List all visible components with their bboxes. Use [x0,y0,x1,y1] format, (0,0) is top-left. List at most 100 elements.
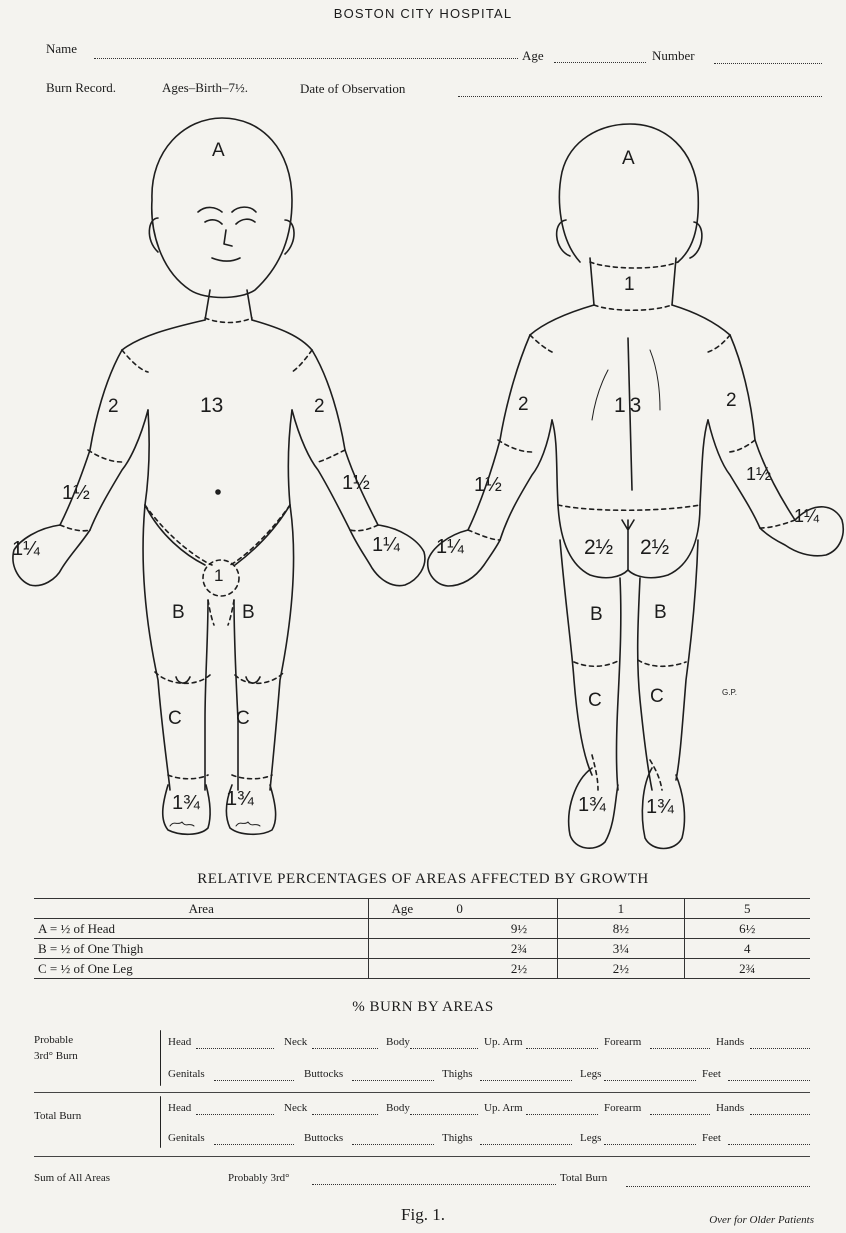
front-neck-line [205,318,252,323]
total-thighs-field[interactable] [480,1144,572,1145]
probable-brace [160,1030,161,1086]
front-ear-left [149,218,158,252]
front-label-thigh-right: B [242,602,255,624]
row-v0: 2½ [369,959,558,979]
front-label-leg-right: C [236,708,250,730]
header-age5: 5 [684,899,810,919]
probably-3rd-field[interactable] [312,1184,556,1185]
row-area: B = ½ of One Thigh [34,939,369,959]
prob-thighs-field[interactable] [480,1080,572,1081]
total-head-field[interactable] [196,1114,274,1115]
front-label-head: A [212,140,225,162]
third-degree-label: 3rd° Burn [34,1050,78,1062]
prob-neck-field[interactable] [312,1048,378,1049]
prob-legs-label: Legs [580,1068,601,1080]
header-area: Area [34,899,369,919]
front-leg-left [143,505,208,790]
total-neck-field[interactable] [312,1114,378,1115]
back-label-head: A [622,148,635,170]
prob-thighs-label: Thighs [442,1068,473,1080]
front-label-foot-right: 1¾ [226,788,254,811]
back-label-thigh-left: B [590,604,603,626]
total-genitals-field[interactable] [214,1144,294,1145]
back-label-foot-right: 1¾ [646,796,674,819]
prob-buttocks-label: Buttocks [304,1068,343,1080]
header-age-cell: Age 0 [369,899,558,919]
prob-head-field[interactable] [196,1048,274,1049]
total-forearm-field[interactable] [650,1114,710,1115]
prob-forearm-field[interactable] [650,1048,710,1049]
back-label-hand-left: 1¼ [436,536,464,559]
prob-feet-field[interactable] [728,1080,810,1081]
total-legs-field[interactable] [604,1144,696,1145]
row-v1: 3¼ [558,939,684,959]
prob-head-label: Head [168,1036,191,1048]
total-thighs-label: Thighs [442,1132,473,1144]
prob-body-label: Body [386,1036,410,1048]
total-hands-field[interactable] [750,1114,810,1115]
prob-uparm-label: Up. Arm [484,1036,523,1048]
burn-section-title: % BURN BY AREAS [0,999,846,1016]
total-buttocks-field[interactable] [352,1144,434,1145]
front-label-hand-right: 1¼ [372,534,400,557]
back-label-leg-left: C [588,690,602,712]
back-label-hand-right: 1¼ [794,506,819,527]
back-label-foot-left: 1¾ [578,794,606,817]
front-label-hand-left: 1¼ [12,538,40,561]
back-label-leg-right: C [650,686,664,708]
prob-legs-field[interactable] [604,1080,696,1081]
row-v0: 9½ [369,919,558,939]
header-age1: 1 [558,899,684,919]
prob-feet-label: Feet [702,1068,721,1080]
probably-3rd-label: Probably 3rd° [228,1172,290,1184]
total-feet-field[interactable] [728,1144,810,1145]
row-v0: 2¾ [369,939,558,959]
total-brace [160,1096,161,1148]
prob-buttocks-field[interactable] [352,1080,434,1081]
total-neck-label: Neck [284,1102,307,1114]
back-label-buttock-left: 2½ [584,536,613,560]
over-for-older-note: Over for Older Patients [709,1214,814,1226]
total-buttocks-label: Buttocks [304,1132,343,1144]
sum-total-burn-field[interactable] [626,1186,810,1187]
total-hands-label: Hands [716,1102,744,1114]
front-label-upper-arm-left: 2 [108,396,119,418]
total-genitals-label: Genitals [168,1132,205,1144]
prob-neck-label: Neck [284,1036,307,1048]
header-age: Age [391,901,413,916]
total-head-label: Head [168,1102,191,1114]
back-label-forearm-right: 1½ [746,464,771,485]
total-uparm-field[interactable] [526,1114,598,1115]
sum-all-areas-label: Sum of All Areas [34,1172,110,1184]
growth-table-caption: RELATIVE PERCENTAGES OF AREAS AFFECTED B… [0,871,846,888]
growth-table: Area Age 0 1 5 A = ½ of Head 9½ 8½ 6½ B … [34,898,810,979]
front-label-upper-arm-right: 2 [314,396,325,418]
back-arm-left [468,335,552,540]
total-body-field[interactable] [410,1114,478,1115]
sum-total-burn-label: Total Burn [560,1172,607,1184]
prob-genitals-field[interactable] [214,1080,294,1081]
table-row: B = ½ of One Thigh 2¾ 3¼ 4 [34,939,810,959]
back-ear-left [557,220,570,256]
back-label-buttock-right: 2½ [640,536,669,560]
back-buttocks [558,505,700,578]
front-arm-right [292,350,378,530]
row-area: A = ½ of Head [34,919,369,939]
prob-hands-field[interactable] [750,1048,810,1049]
total-uparm-label: Up. Arm [484,1102,523,1114]
prob-body-field[interactable] [410,1048,478,1049]
prob-hands-label: Hands [716,1036,744,1048]
prob-genitals-label: Genitals [168,1068,205,1080]
row-v5: 6½ [684,919,810,939]
row-v5: 4 [684,939,810,959]
back-label-upper-arm-left: 2 [518,394,529,416]
front-label-leg-left: C [168,708,182,730]
total-feet-label: Feet [702,1132,721,1144]
prob-uparm-field[interactable] [526,1048,598,1049]
back-label-thigh-right: B [654,602,667,624]
section-divider [34,1156,810,1157]
table-row: A = ½ of Head 9½ 8½ 6½ [34,919,810,939]
row-v5: 2¾ [684,959,810,979]
row-v1: 2½ [558,959,684,979]
back-arm-right [708,335,795,528]
